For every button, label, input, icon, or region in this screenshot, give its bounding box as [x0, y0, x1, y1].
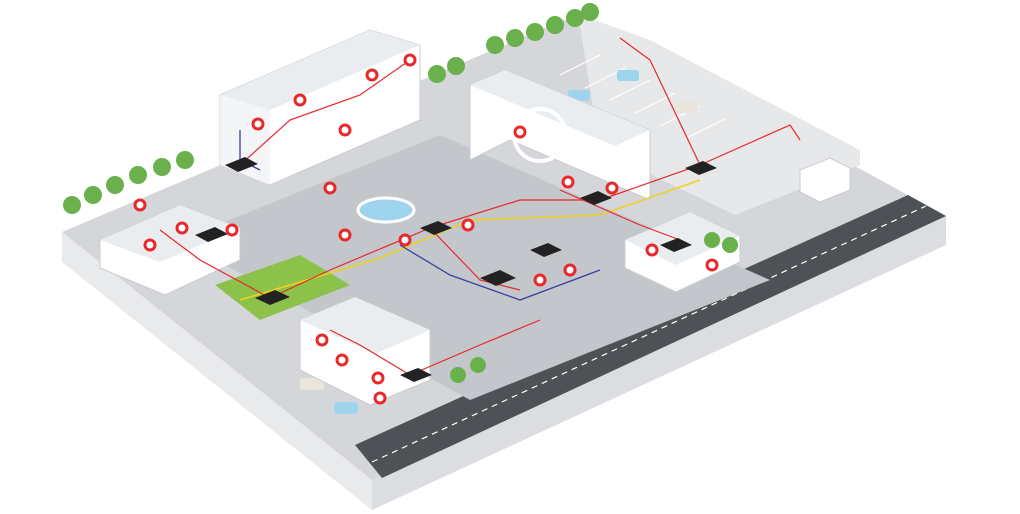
building-main-office — [469, 69, 651, 201]
building-west-wing — [99, 204, 241, 296]
plaza-fountain-pool — [356, 196, 416, 224]
building-gatehouse — [799, 157, 851, 203]
building-south-pavilion — [299, 296, 431, 406]
security-cameras — [133, 53, 719, 405]
parked-car — [676, 102, 698, 113]
parking-lines — [559, 54, 726, 140]
tree-row-south — [450, 232, 738, 383]
network-switch — [195, 157, 717, 382]
tree-row-west — [63, 151, 194, 214]
parked-car — [617, 70, 639, 81]
ground-slab-right-face — [372, 216, 946, 510]
ground-slab-left-face — [62, 232, 372, 510]
parked-car — [334, 402, 358, 414]
parked-car — [300, 378, 324, 390]
road — [355, 195, 946, 478]
central-plaza — [180, 135, 770, 400]
network-cables — [159, 37, 801, 376]
road-center-line — [371, 205, 927, 463]
tree-row-north — [428, 3, 599, 83]
